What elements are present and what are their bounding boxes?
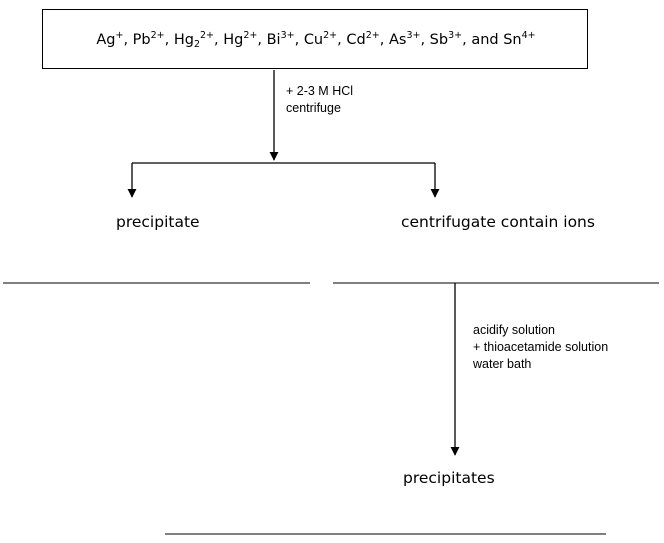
ion: Hg2+ <box>223 30 258 48</box>
precipitates-label: precipitates <box>403 469 495 487</box>
ion: Pb2+ <box>132 30 165 48</box>
ion: As3+ <box>388 30 421 48</box>
ion: Sn4+ <box>503 30 536 48</box>
step2-reagents: acidify solution + thioacetamide solutio… <box>473 322 608 373</box>
step2-line: + thioacetamide solution <box>473 340 609 354</box>
ion: Hg22+ <box>173 30 215 50</box>
precipitate-label: precipitate <box>116 213 200 231</box>
step1-line: + 2-3 M HCl <box>286 84 354 98</box>
centrifugate-label: centrifugate contain ions <box>401 213 595 231</box>
ion-list: Ag+, Pb2+, Hg22+, Hg2+, Bi3+, Cu2+, Cd2+… <box>96 30 536 50</box>
ion: Bi3+ <box>266 30 295 48</box>
ion: Ag+ <box>96 30 124 48</box>
starting-ions-box: Ag+, Pb2+, Hg22+, Hg2+, Bi3+, Cu2+, Cd2+… <box>42 9 588 69</box>
step2-line: acidify solution <box>473 323 555 337</box>
ion: Sb3+ <box>429 30 463 48</box>
ion: Cd2+ <box>346 30 380 48</box>
step1-line: centrifuge <box>286 101 341 115</box>
step2-line: water bath <box>473 357 532 371</box>
ion: Cu2+ <box>303 30 338 48</box>
step1-reagents: + 2-3 M HCl centrifuge <box>286 83 353 117</box>
